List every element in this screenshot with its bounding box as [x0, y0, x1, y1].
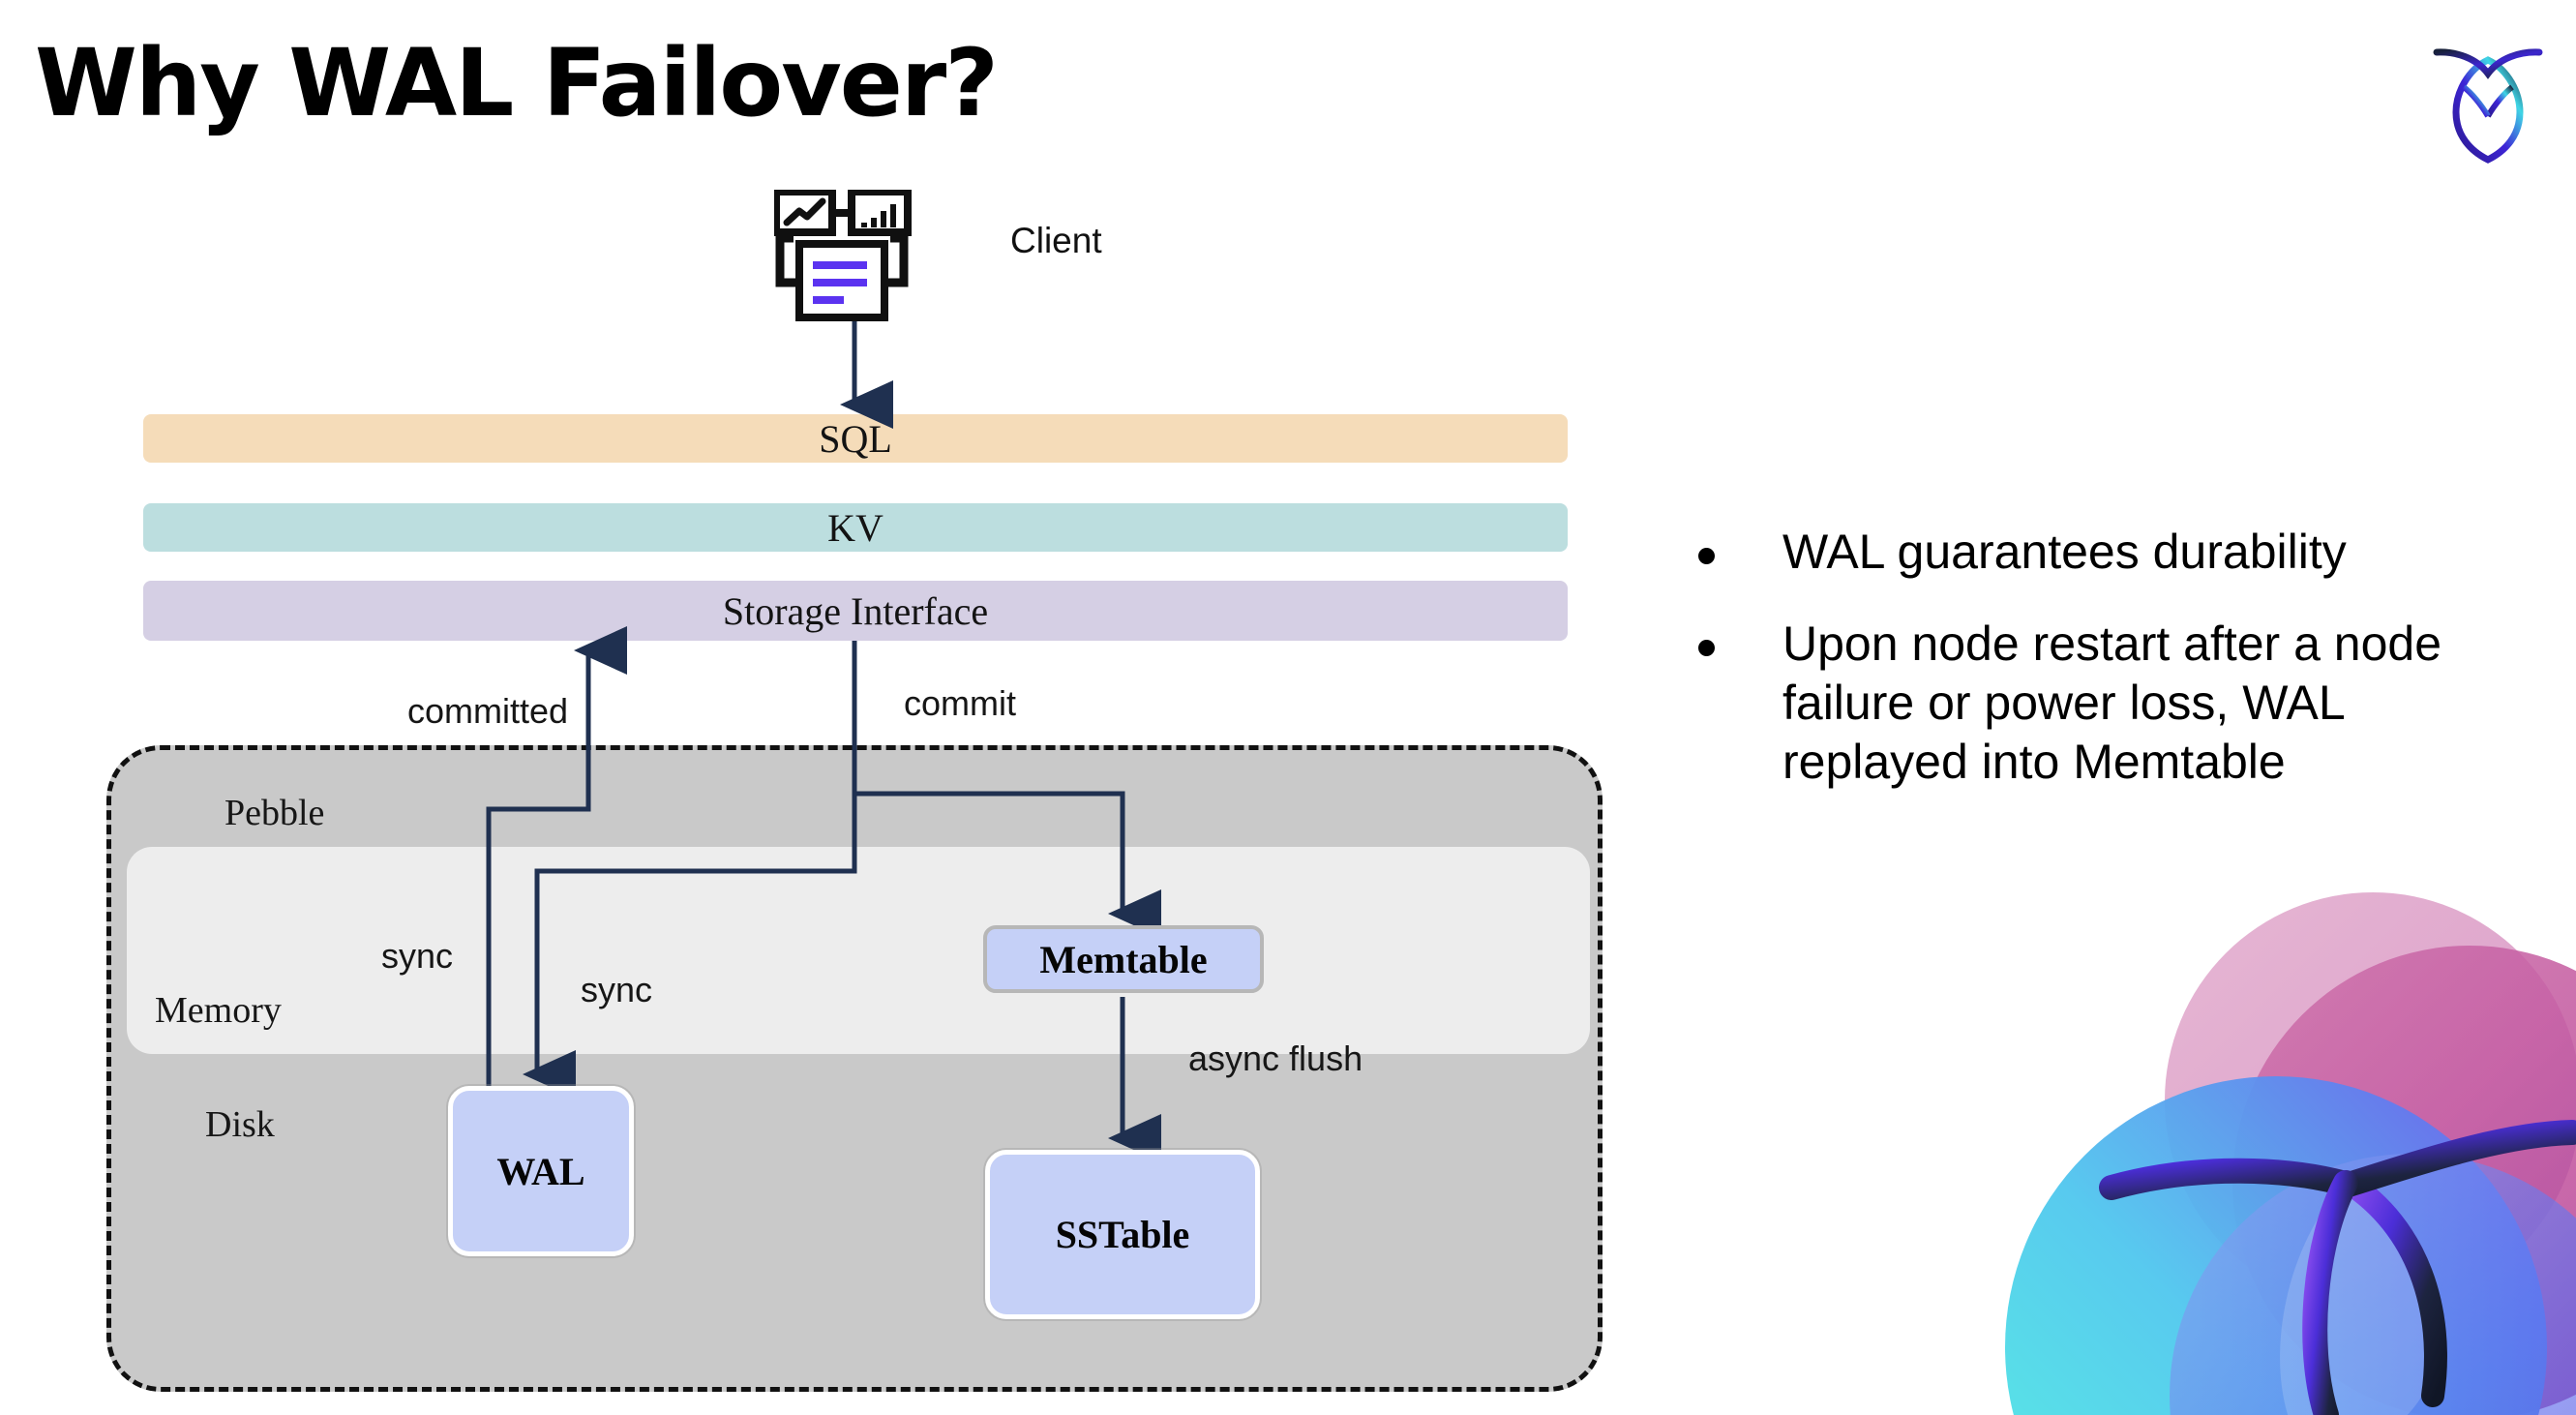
bullet-list: WAL guarantees durability Upon node rest… — [1698, 523, 2531, 825]
node-label-wal: WAL — [496, 1149, 585, 1193]
bullet-text: WAL guarantees durability — [1782, 525, 2347, 579]
layer-label-storage: Storage Interface — [722, 588, 989, 633]
edge-label-async-flush: async flush — [1188, 1039, 1363, 1078]
memory-label: Memory — [155, 990, 282, 1031]
edge-sync-to-wal — [523, 641, 857, 1099]
layer-bar-storage: Storage Interface — [143, 581, 1568, 641]
edge-label-commit: commit — [904, 683, 1016, 723]
edge-committed-to-storage — [486, 626, 627, 1086]
diagram-connectors — [486, 319, 1161, 1162]
layer-bar-kv: KV — [143, 503, 1568, 552]
client-label: Client — [1010, 221, 1102, 260]
layer-label-kv: KV — [827, 505, 884, 550]
bullet-text: Upon node restart after a node failure o… — [1782, 617, 2442, 789]
bullet-dot-icon — [1698, 640, 1715, 656]
edge-label-sync-right: sync — [581, 970, 653, 1009]
list-item: Upon node restart after a node failure o… — [1698, 615, 2531, 792]
page-title: Why WAL Failover? — [35, 29, 999, 137]
client-dashboard-icon — [772, 188, 929, 321]
node-label-memtable: Memtable — [1039, 937, 1208, 981]
node-memtable[interactable]: Memtable — [983, 925, 1264, 993]
decorative-artwork — [1957, 892, 2576, 1415]
bullet-dot-icon — [1698, 548, 1715, 564]
edge-label-committed: committed — [407, 691, 569, 731]
edge-label-sync-left: sync — [381, 936, 454, 976]
memory-region — [127, 847, 1590, 1054]
disk-label: Disk — [205, 1104, 275, 1145]
node-label-sstable: SSTable — [1055, 1213, 1190, 1256]
list-item: WAL guarantees durability — [1698, 523, 2531, 582]
cockroachdb-logo-icon — [2415, 27, 2561, 172]
pebble-label: Pebble — [225, 793, 325, 833]
architecture-diagram: SQL KV Storage Interface Pebble Memory D… — [106, 188, 1603, 1392]
node-sstable[interactable]: SSTable — [985, 1150, 1260, 1319]
edge-commit-to-memtable — [852, 641, 1161, 938]
node-wal[interactable]: WAL — [448, 1086, 634, 1256]
